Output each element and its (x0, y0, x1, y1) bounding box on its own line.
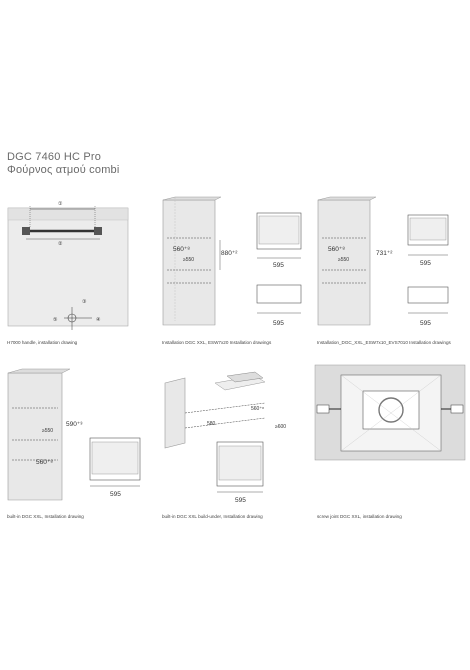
dim-595-drawer: 595 (273, 320, 284, 327)
screwjoint-caption: screw joint DGC XXL, installation drawin… (317, 514, 402, 519)
dim-600: ≥600 (275, 424, 286, 430)
dim-580: 580 (207, 421, 216, 427)
callout-5: ⑤ (53, 317, 58, 323)
callout-1: ① (58, 201, 63, 207)
buildunder-drawing: 580 560⁺⁸ ≥600 595 (164, 371, 286, 504)
handle-caption: H7000 handle, installation drawing (7, 340, 78, 345)
dim-550: ≥550 (42, 428, 53, 434)
dim-560: 560⁺⁸ (173, 246, 190, 253)
handle-installation-drawing: ① ② ③ ④ ⑤ (7, 201, 129, 330)
product-model-title: DGC 7460 HC Pro (7, 151, 102, 163)
builtin-cabinet-drawing: ≥550 590⁺³ 560⁺⁸ 595 (7, 368, 141, 501)
dim-595: 595 (110, 491, 121, 498)
esw7x10-caption: Installation_DGC_XXL_ESW7x10_EVS7010 Ins… (317, 340, 451, 345)
callout-3: ③ (82, 299, 87, 305)
dim-731: 731⁺² (376, 250, 393, 257)
dim-560: 560⁺⁸ (328, 246, 345, 253)
dim-560: 560⁺⁸ (36, 459, 53, 466)
builtin-caption: built-in DGC XXL, Installation drawing (7, 514, 84, 519)
dim-595: 595 (235, 497, 246, 504)
esw7x20-caption: Installation DGC XXL, ESW7x20 Installati… (162, 340, 272, 345)
cabinet-esw7x20-drawing: 560⁺⁸ ≥550 880⁺² 595 595 (162, 196, 302, 327)
callout-2: ② (58, 241, 63, 247)
callout-4: ④ (96, 317, 101, 323)
dim-550: ≥550 (338, 257, 349, 263)
dim-595-drawer: 595 (420, 320, 431, 327)
dim-880: 880⁺² (221, 250, 238, 257)
product-subtitle: Φούρνος ατμού combi (7, 164, 120, 176)
cabinet-esw7x10-drawing: 560⁺⁸ ≥550 731⁺² 595 595 (317, 196, 449, 327)
dim-550: ≥550 (183, 257, 194, 263)
dim-595-top: 595 (273, 262, 284, 269)
dim-590: 590⁺³ (66, 421, 83, 428)
dim-595-top: 595 (420, 260, 431, 267)
dim-560: 560⁺⁸ (251, 406, 264, 412)
screwjoint-drawing (314, 364, 466, 461)
buildunder-caption: built-in DGC XXL build-under, Installati… (162, 514, 263, 519)
